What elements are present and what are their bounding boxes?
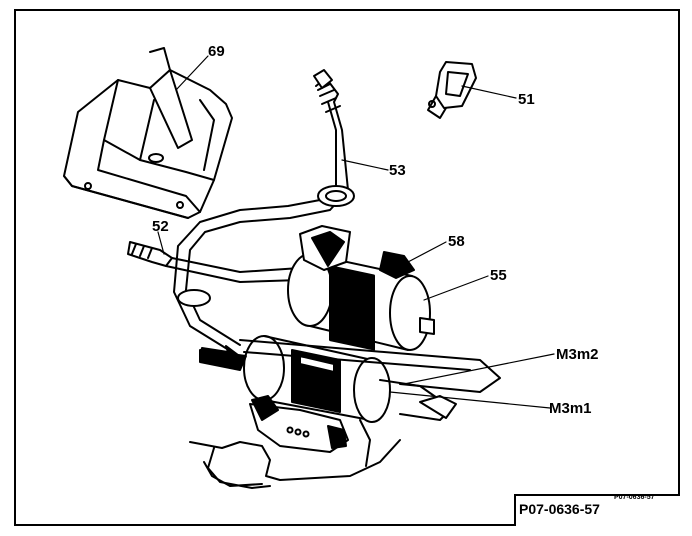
label-55: 55 bbox=[490, 267, 507, 284]
diagram-frame bbox=[14, 9, 680, 526]
label-m3m1: M3m1 bbox=[549, 400, 592, 417]
reference-small-code: P07-0636-57 bbox=[614, 494, 655, 501]
leader-lines bbox=[157, 55, 555, 409]
reference-box bbox=[514, 494, 680, 526]
cover-bracket-69 bbox=[63, 47, 233, 219]
reference-code: P07-0636-57 bbox=[519, 501, 600, 517]
fuel-line-52 bbox=[127, 241, 301, 283]
label-51: 51 bbox=[518, 91, 535, 108]
label-58: 58 bbox=[448, 233, 465, 250]
fuel-hose-53 bbox=[173, 69, 355, 353]
label-52: 52 bbox=[152, 218, 169, 235]
label-m3m2: M3m2 bbox=[556, 346, 599, 363]
lower-pump-m3 bbox=[199, 335, 501, 423]
mounting-bracket bbox=[189, 395, 401, 489]
upper-pump-55 bbox=[287, 225, 435, 351]
label-53: 53 bbox=[389, 162, 406, 179]
clip-51 bbox=[427, 61, 477, 119]
flow-arrow-icon bbox=[199, 345, 243, 367]
label-69: 69 bbox=[208, 43, 225, 60]
